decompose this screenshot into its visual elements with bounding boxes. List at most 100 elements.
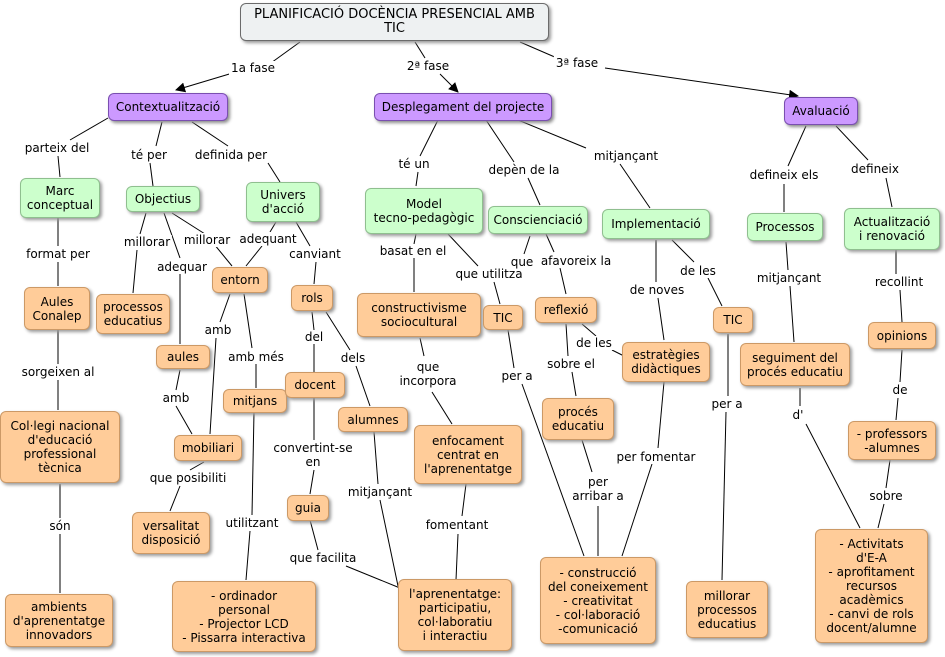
node-ambients[interactable]: ambients d'aprenentatge innovadors	[5, 594, 113, 647]
edge	[57, 155, 61, 178]
node-conscienciacio[interactable]: Conscienciació	[488, 206, 588, 234]
node-tic-implementacio[interactable]: TIC	[713, 307, 753, 333]
node-opinions[interactable]: opinions	[868, 322, 936, 349]
edge	[789, 285, 795, 343]
link-label: mitjançant	[754, 271, 824, 285]
edge	[707, 277, 723, 307]
node-actualitzacio[interactable]: Actualització i renovació	[844, 208, 940, 250]
node-processos-educatius[interactable]: processos educatius	[96, 294, 170, 334]
link-label: parteix del	[22, 141, 92, 155]
edge	[245, 245, 263, 267]
edge	[581, 439, 593, 473]
link-label: definida per	[192, 148, 270, 162]
edge	[309, 519, 319, 551]
node-enfocament[interactable]: enfocament centrat en l'aprenentatge	[414, 425, 522, 484]
edge	[559, 267, 567, 295]
edge	[209, 337, 217, 435]
node-mobiliari[interactable]: mobiliari	[174, 435, 242, 461]
link-label: amb més	[226, 350, 286, 364]
edge	[267, 162, 281, 183]
node-docent[interactable]: docent	[285, 372, 345, 398]
node-entorn[interactable]: entorn	[212, 267, 268, 293]
edge	[295, 221, 311, 247]
link-label: adequant	[237, 232, 299, 246]
link-label: que facilita	[287, 551, 359, 565]
edge	[805, 423, 861, 529]
edge	[521, 383, 585, 557]
map-title: PLANIFICACIÓ DOCÈNCIA PRESENCIAL AMB TIC	[240, 3, 549, 41]
edge	[313, 261, 317, 285]
link-label: 3ª fase	[553, 56, 601, 70]
node-versalitat[interactable]: versalitat disposició	[132, 512, 210, 554]
node-ordinador[interactable]: - ordinador personal - Projector LCD - P…	[172, 581, 316, 652]
edge	[171, 212, 206, 235]
edge	[189, 461, 205, 471]
link-label: amb	[160, 391, 192, 405]
edge	[155, 121, 163, 147]
node-aules[interactable]: aules	[156, 345, 210, 369]
node-aules-conalep[interactable]: Aules Conalep	[24, 287, 90, 330]
link-label: utilitzant	[223, 516, 281, 530]
node-implementacio[interactable]: Implementació	[602, 209, 710, 239]
node-objectius[interactable]: Objectius	[126, 186, 200, 212]
node-construccio[interactable]: - construcció del coneixement - creativi…	[540, 557, 656, 644]
node-reflexio[interactable]: reflexió	[535, 297, 597, 323]
link-label: dels	[338, 351, 368, 365]
link-label: són	[47, 519, 73, 533]
edge	[447, 233, 479, 267]
edge	[787, 125, 807, 167]
node-desplegament[interactable]: Desplegament del projecte	[374, 93, 552, 121]
link-label: per a	[709, 397, 745, 411]
edge	[493, 281, 501, 305]
link-label: convertint-se en	[271, 441, 355, 469]
edge	[311, 311, 315, 331]
link-label: millorar	[121, 235, 173, 249]
edge	[621, 463, 653, 557]
link-label: mitjançant	[591, 149, 661, 163]
node-rols[interactable]: rols	[291, 285, 333, 311]
node-tic-model[interactable]: TIC	[483, 305, 523, 330]
edge	[175, 369, 181, 391]
node-col-legi[interactable]: Col·legi nacional d'educació professiona…	[0, 411, 120, 483]
link-label: d'	[790, 408, 806, 422]
node-guia[interactable]: guia	[287, 495, 329, 521]
node-processos[interactable]: Processos	[747, 213, 823, 241]
edge	[251, 411, 255, 516]
node-contextualitzacio[interactable]: Contextualització	[108, 93, 228, 121]
node-model-tecno[interactable]: Model tecno-pedagògic	[365, 188, 483, 234]
edge	[885, 459, 891, 489]
link-label: recollint	[872, 275, 926, 289]
edge	[379, 499, 399, 587]
edge	[899, 289, 903, 323]
edge	[519, 41, 558, 59]
edge	[785, 241, 789, 271]
node-avaluacio[interactable]: Avaluació	[784, 97, 858, 125]
node-millorar-processos[interactable]: millorar processos educatius	[686, 581, 768, 638]
node-constructivisme[interactable]: constructivisme sociocultural	[357, 293, 481, 337]
node-univers-accio[interactable]: Univers d'acció	[246, 182, 320, 222]
node-marc-conceptual[interactable]: Marc conceptual	[20, 178, 100, 218]
node-estrategies[interactable]: estratègies didàctiques	[622, 342, 710, 382]
link-label: de	[890, 383, 910, 397]
node-alumnes[interactable]: alumnes	[338, 407, 408, 432]
link-label: fomentant	[423, 518, 491, 532]
edge	[581, 323, 597, 337]
node-proces-educatiu[interactable]: procés educatiu	[542, 398, 614, 440]
link-label: mitjançant	[345, 485, 415, 499]
edge	[507, 329, 515, 369]
link-label: format per	[24, 247, 92, 261]
edge	[413, 233, 417, 245]
node-mitjans[interactable]: mitjans	[223, 389, 287, 413]
edge	[309, 469, 315, 495]
edge	[431, 391, 453, 425]
link-label: sobre el	[545, 357, 597, 371]
edge	[619, 163, 651, 209]
node-professors-alumnes[interactable]: - professors -alumnes	[848, 421, 936, 460]
link-label: que utilitza	[453, 267, 525, 281]
edge	[414, 41, 426, 59]
node-aprenentatge[interactable]: l'aprenentatge: participatiu, col·labora…	[398, 579, 512, 651]
edge	[545, 233, 555, 253]
node-seguiment[interactable]: seguiment del procés educatiu	[740, 343, 850, 386]
node-activitats[interactable]: - Activitats d'E-A - aprofitament recurs…	[815, 529, 928, 643]
